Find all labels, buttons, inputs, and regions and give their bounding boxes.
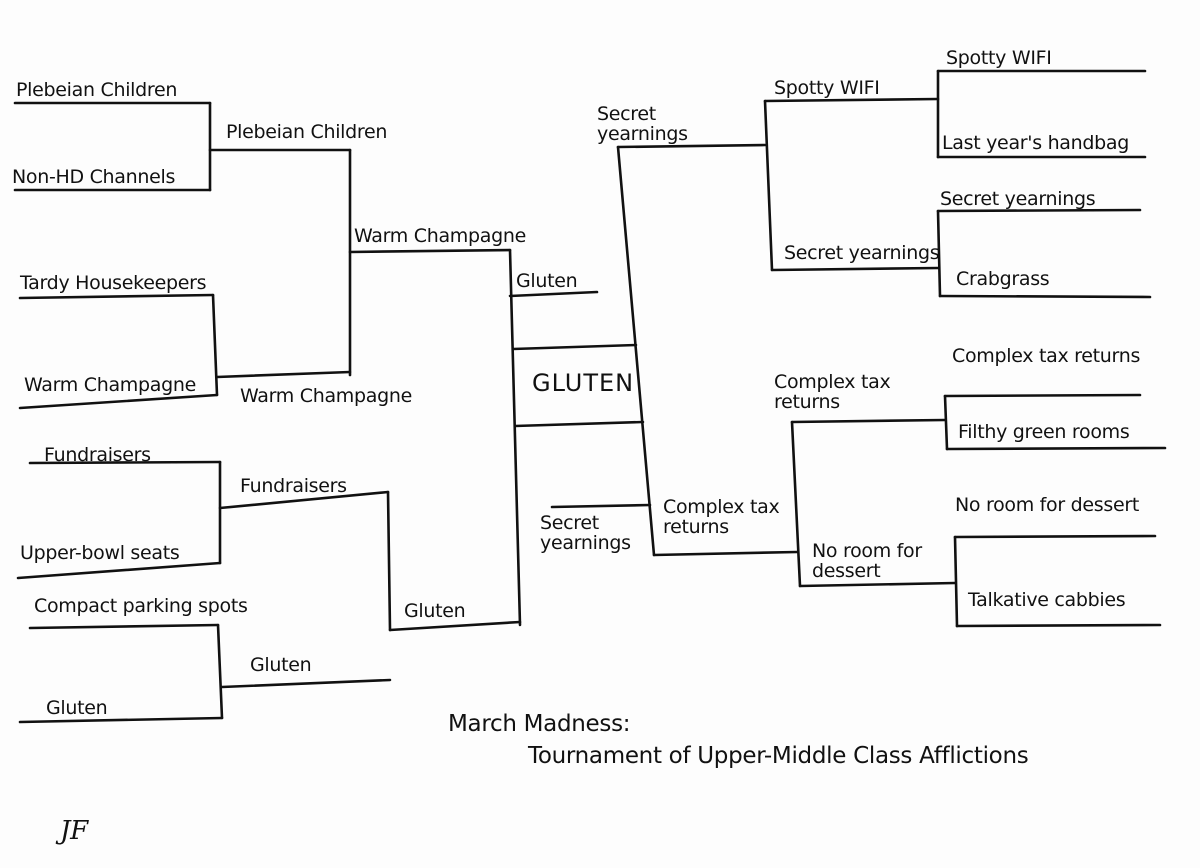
right-r1-team: No room for dessert <box>955 494 1140 516</box>
left-r1-team: Upper-bowl seats <box>20 542 180 564</box>
left-r1-team: Gluten <box>46 697 108 719</box>
right-r1-team: Last year's handbag <box>942 132 1130 154</box>
left-r2-team: Warm Champagne <box>240 385 412 407</box>
left-r1-team: Warm Champagne <box>24 374 196 396</box>
left-r3-team: Warm Champagne <box>354 225 526 247</box>
left-r1-team: Plebeian Children <box>16 79 178 101</box>
left-r1-team: Non-HD Channels <box>12 166 176 188</box>
right-r2-team: Secret yearnings <box>784 242 940 264</box>
right-r1-team: Talkative cabbies <box>968 589 1126 611</box>
title-line-1: March Madness: <box>448 711 631 737</box>
left-r2-team: Plebeian Children <box>226 121 388 143</box>
left-finalist: Gluten <box>516 270 578 292</box>
left-r3-team: Gluten <box>404 600 466 622</box>
right-r1-team: Complex tax returns <box>952 345 1141 367</box>
right-r2-team: No room for dessert <box>812 540 922 582</box>
artist-signature: JF <box>60 816 88 846</box>
right-finalist: Secret yearnings <box>540 512 631 554</box>
right-r2-team: Complex tax returns <box>774 371 891 413</box>
champion: GLUTEN <box>532 369 635 397</box>
right-r1-team: Filthy green rooms <box>958 421 1130 443</box>
left-r2-team: Fundraisers <box>240 475 347 497</box>
right-r2-team: Spotty WIFI <box>774 77 880 99</box>
left-r1-team: Compact parking spots <box>34 595 248 617</box>
right-r1-team: Crabgrass <box>956 268 1050 290</box>
left-r2-team: Gluten <box>250 654 312 676</box>
right-r3-team: Secret yearnings <box>597 103 688 145</box>
title-line-2: Tournament of Upper-Middle Class Afflict… <box>528 743 1029 769</box>
right-r3-team: Complex tax returns <box>663 496 780 538</box>
right-r1-team: Spotty WIFI <box>946 47 1052 69</box>
left-r1-team: Fundraisers <box>44 444 151 466</box>
left-r1-team: Tardy Housekeepers <box>20 272 207 294</box>
right-r1-team: Secret yearnings <box>940 188 1096 210</box>
